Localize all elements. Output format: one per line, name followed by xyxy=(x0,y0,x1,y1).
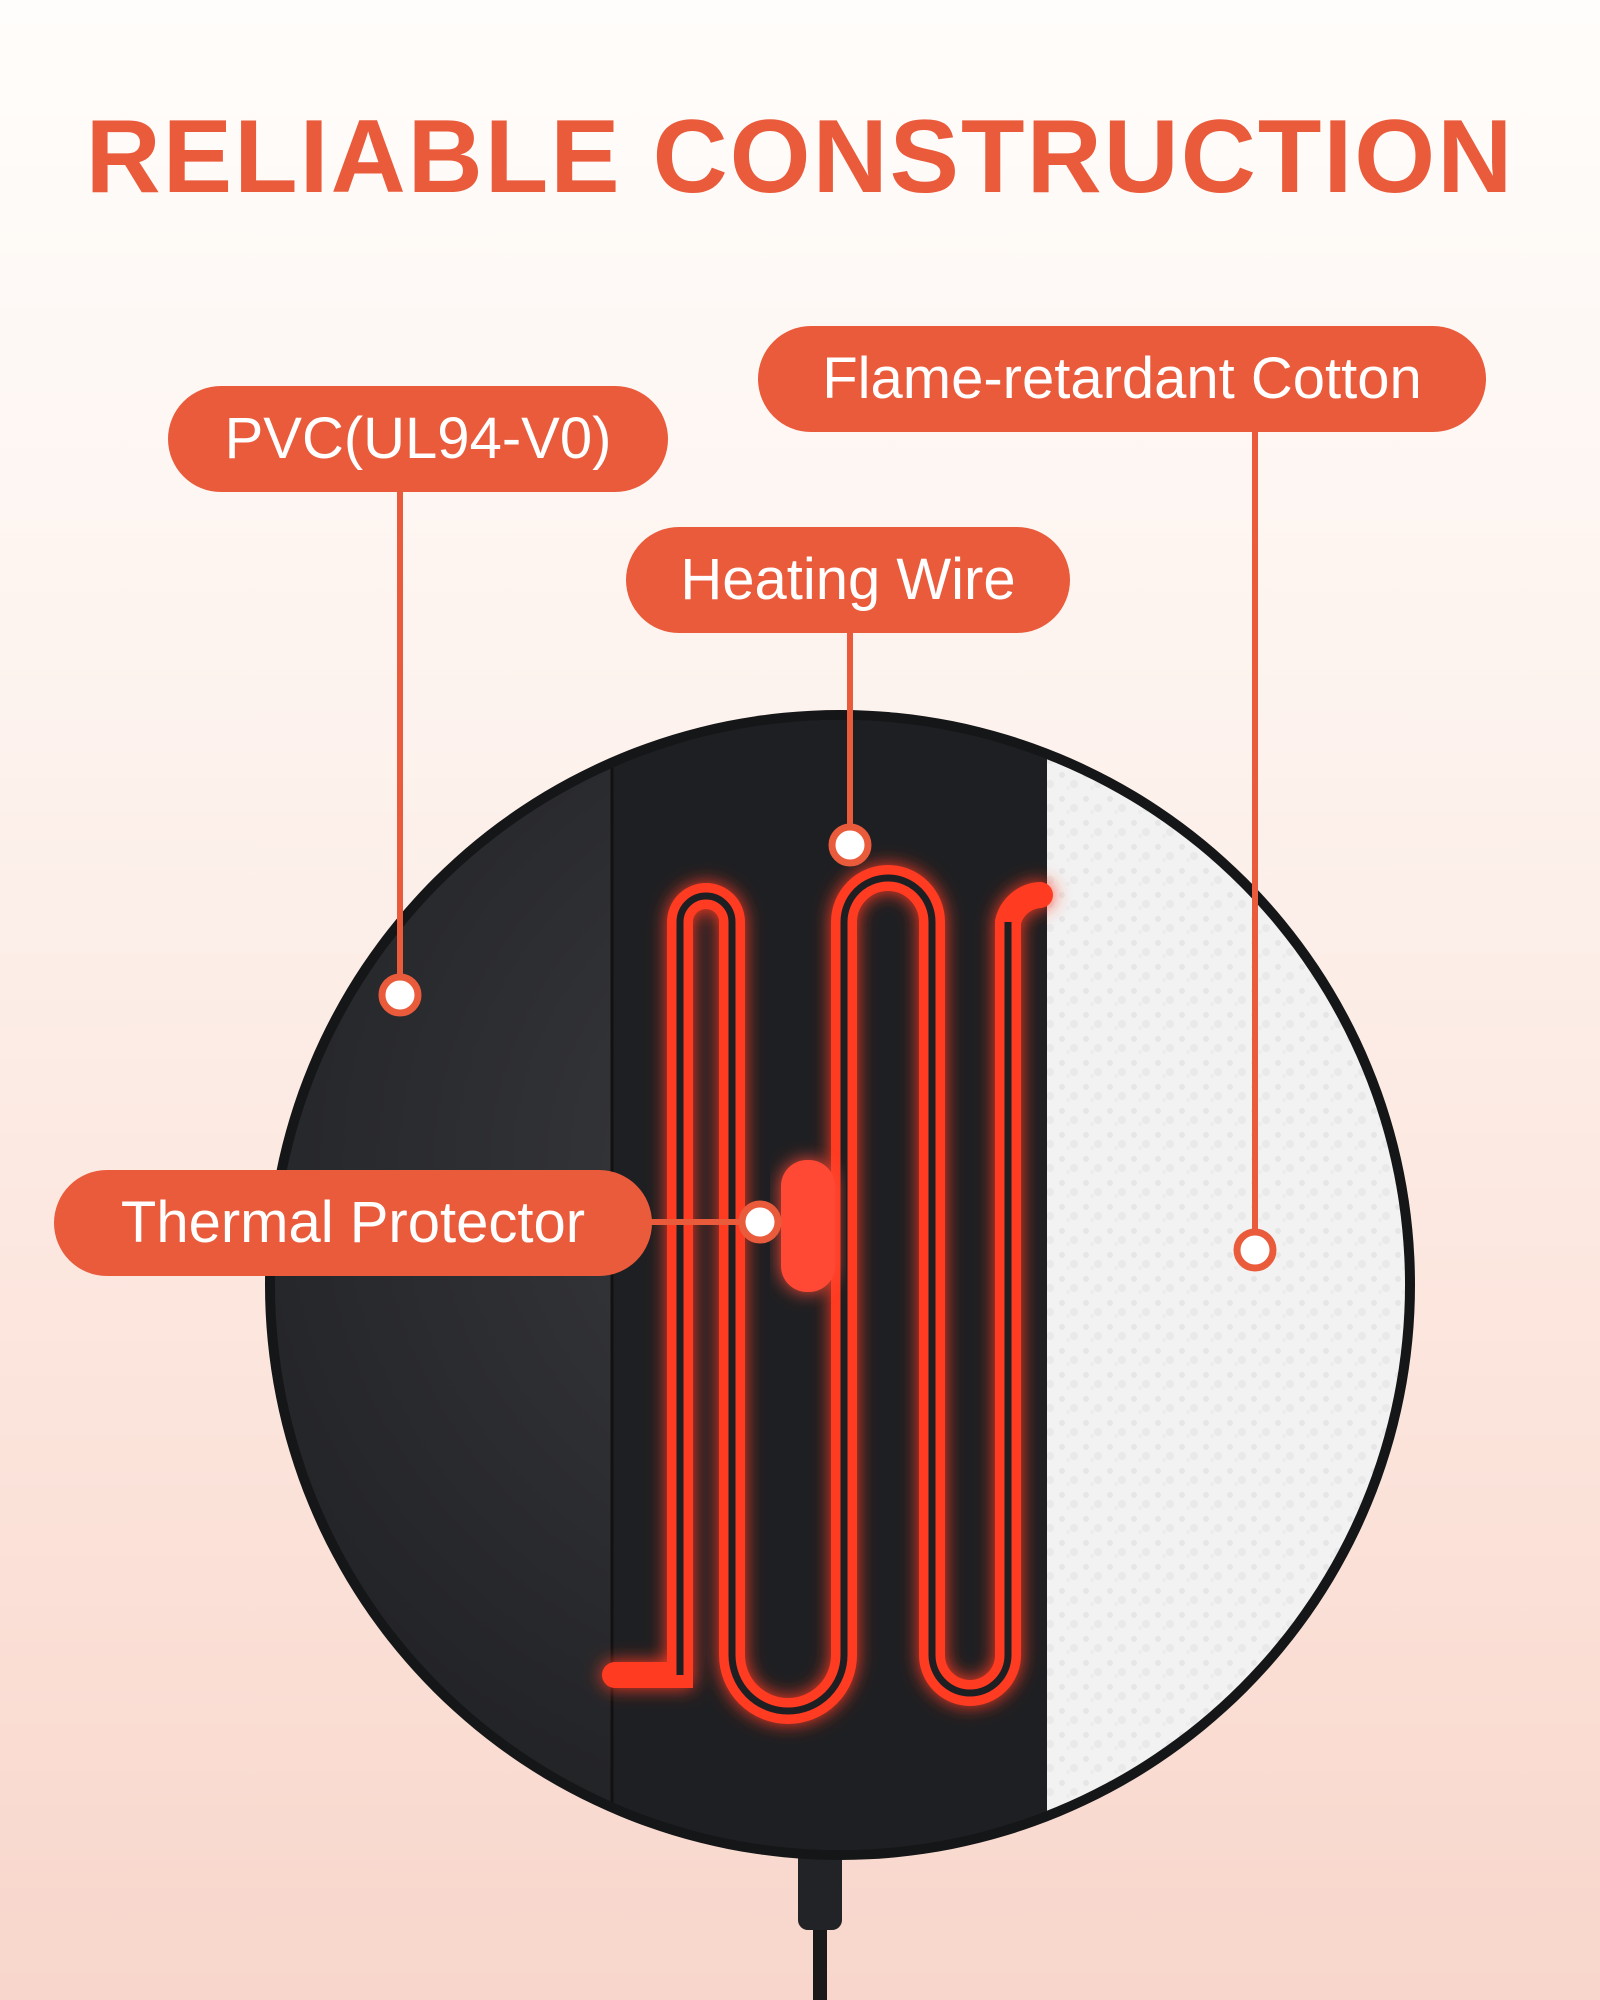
cotton-marker xyxy=(1233,1228,1277,1272)
callout-leaders xyxy=(397,430,1258,1250)
label-pvc: PVC(UL94-V0) xyxy=(168,386,668,492)
label-thermal-protector: Thermal Protector xyxy=(54,1170,652,1276)
heating-marker xyxy=(828,823,872,867)
label-heating-wire: Heating Wire xyxy=(626,527,1070,633)
pvc-marker xyxy=(378,973,422,1017)
page-title: RELIABLE CONSTRUCTION xyxy=(85,99,1515,215)
thermal-protector-component xyxy=(781,1160,835,1292)
label-cotton: Flame-retardant Cotton xyxy=(758,326,1486,432)
thermal-marker xyxy=(738,1200,782,1244)
callout-dots xyxy=(378,823,1277,1272)
